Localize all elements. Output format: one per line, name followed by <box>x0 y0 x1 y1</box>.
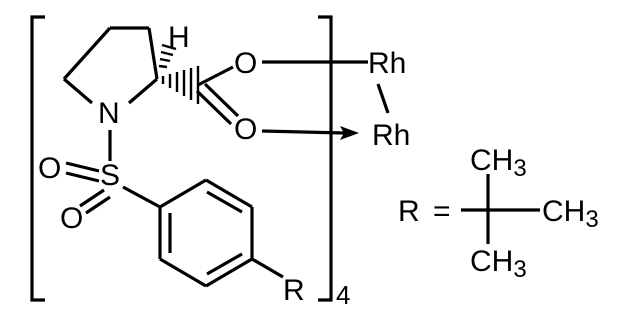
s-o-double-bond-1 <box>65 161 100 183</box>
c-o-double-bond <box>195 82 240 126</box>
atom-s: S <box>100 159 120 192</box>
s-aryl-bond <box>122 185 161 209</box>
pyrrolidine-ring <box>62 26 159 105</box>
methyl-bottom: CH3 <box>470 245 527 283</box>
atom-rh-bottom: Rh <box>372 119 410 152</box>
r-definition: R = CH3 CH3 CH3 <box>398 144 599 283</box>
atom-rh-top: Rh <box>368 47 406 80</box>
methyl-right: CH3 <box>542 195 599 233</box>
bracket-subscript: 4 <box>336 280 350 310</box>
atom-o-carbonyl: O <box>234 113 257 146</box>
right-bracket <box>318 15 333 302</box>
atom-n: N <box>98 97 120 130</box>
left-bracket <box>30 15 45 302</box>
equals-sign: = <box>433 195 451 228</box>
stereo-hash-bond-carbonyl <box>161 66 200 104</box>
r-definition-label: R <box>398 195 420 228</box>
rh-rh-bond <box>376 83 390 114</box>
atom-h: H <box>168 21 190 54</box>
atom-o-sulfonyl-2: O <box>60 202 83 235</box>
c-o-ester-bond <box>197 65 234 87</box>
s-o-double-bond-2 <box>79 188 111 215</box>
o-rh-dative-arrow <box>261 126 359 140</box>
methyl-top: CH3 <box>470 144 527 182</box>
atom-o-sulfonyl-1: O <box>38 152 61 185</box>
aryl-r-bond <box>251 257 284 279</box>
atom-o-ester: O <box>234 47 257 80</box>
stereo-hash-bond-h <box>158 43 177 69</box>
atom-r-para: R <box>283 274 305 307</box>
benzene-ring <box>158 178 254 288</box>
